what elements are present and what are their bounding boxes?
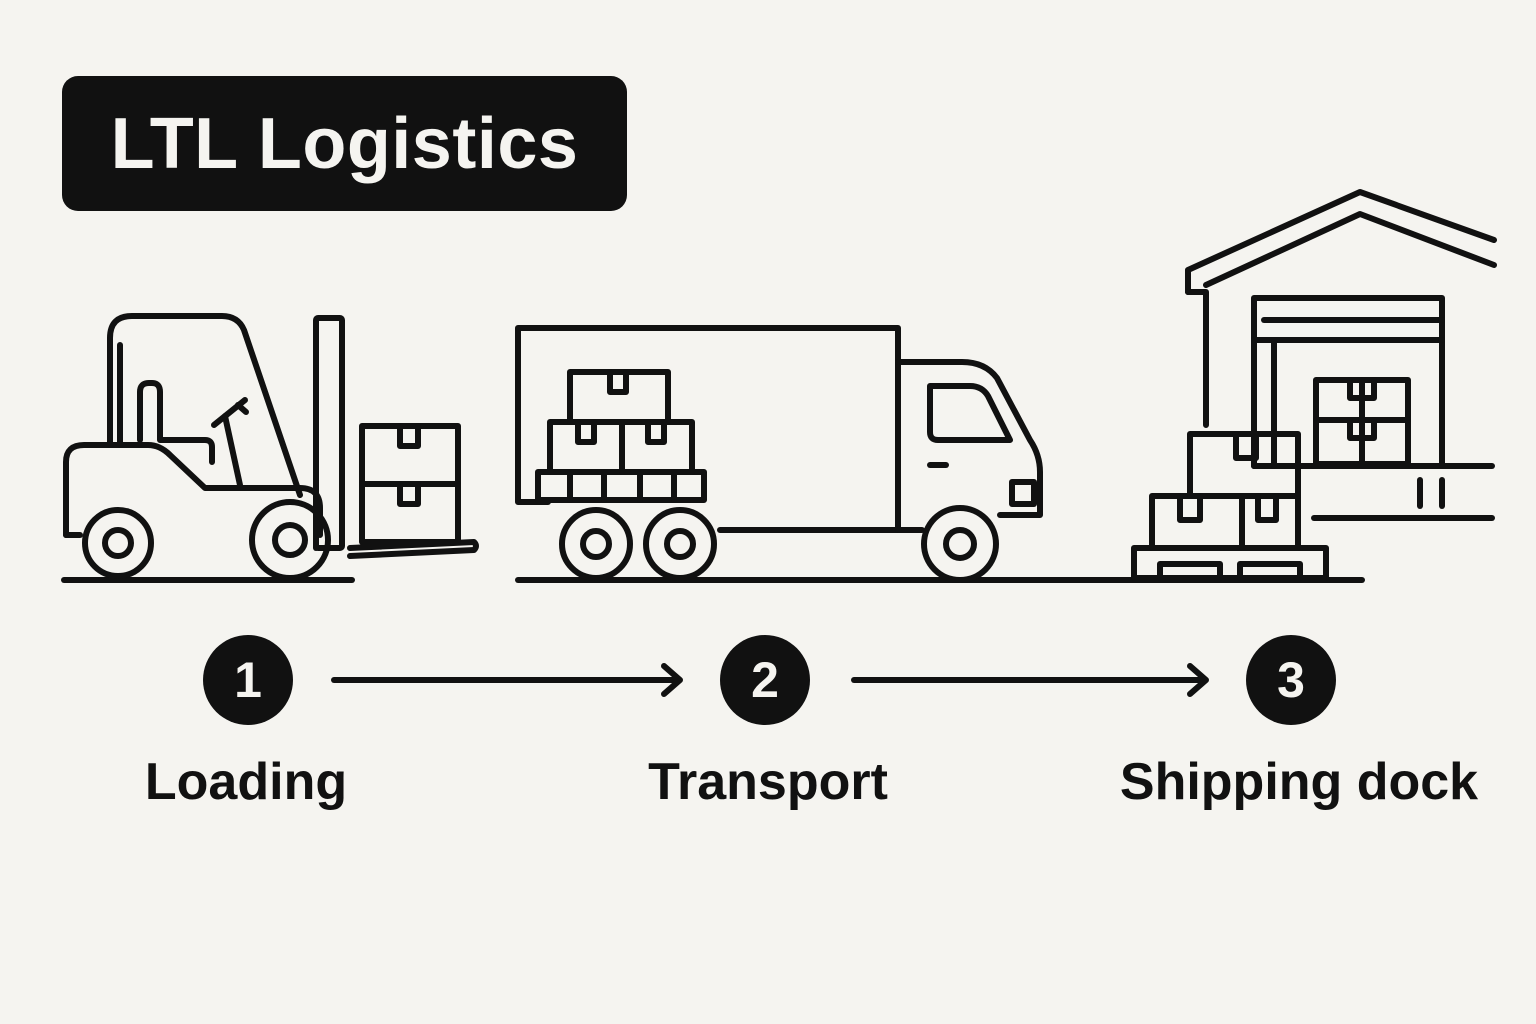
page-title: LTL Logistics [110,103,579,184]
step-2-label: Transport [648,753,888,811]
warehouse-icon [1131,189,1497,581]
step-3-number: 3 [1277,652,1305,708]
process-arrows [331,663,1209,697]
step-3-label: Shipping dock [1119,753,1479,811]
step-1-number: 1 [234,652,262,708]
step-3-badge: 3 [1246,635,1336,725]
step-1-label: Loading [144,753,348,811]
step-1-badge: 1 [203,635,293,725]
step-2-number: 2 [751,652,779,708]
title-badge: LTL Logistics [62,76,627,211]
step-2-badge: 2 [720,635,810,725]
forklift-icon [61,313,479,583]
